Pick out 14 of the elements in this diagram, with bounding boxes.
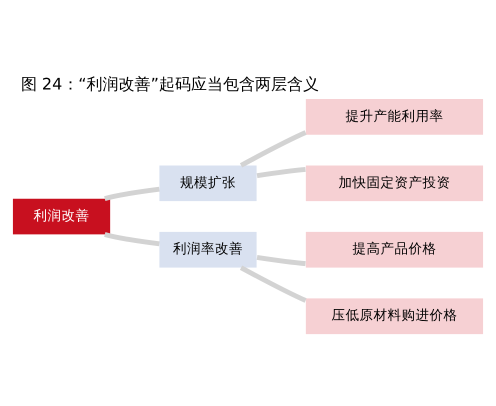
node-box: 利润改善 <box>12 198 110 234</box>
connector <box>256 254 306 266</box>
connector <box>104 186 160 201</box>
node-box: 规模扩张 <box>159 165 257 202</box>
diagram-title: 图 24：“利润改善”起码应当包含两层含义 <box>20 74 319 94</box>
connector <box>240 130 307 168</box>
node-box: 利润率改善 <box>159 232 257 268</box>
node-box: 压低原材料购进价格 <box>306 298 484 334</box>
node-box: 提高产品价格 <box>306 232 484 268</box>
connector <box>240 266 307 303</box>
node-box: 提升产能利用率 <box>306 99 484 135</box>
node-box: 加快固定资产投资 <box>306 165 484 202</box>
connector <box>104 232 160 246</box>
connector <box>256 166 306 178</box>
